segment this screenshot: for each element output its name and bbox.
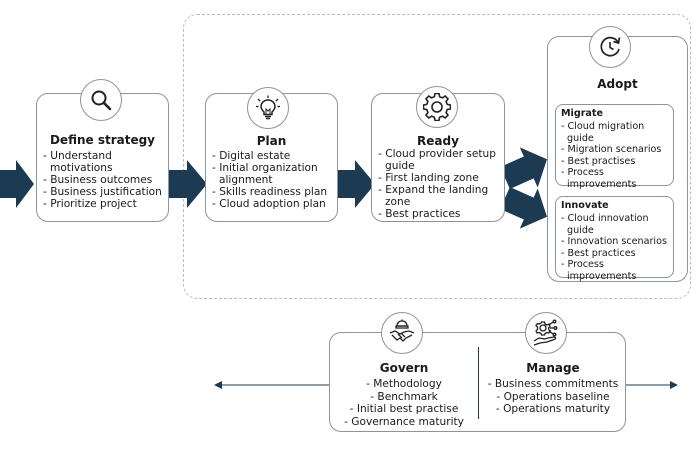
govern-items: - Methodology - Benchmark - Initial best… [330, 378, 478, 428]
list-item: - Business justification [43, 186, 162, 198]
list-item: - Digital estate [212, 150, 291, 162]
define-strategy-card: Define strategy - Understand motivations… [36, 93, 169, 222]
define-strategy-items: - Understand motivations - Business outc… [43, 150, 162, 210]
list-item: - Initial best practise [349, 403, 459, 415]
migrate-card: Migrate - Cloud migration guide - Migrat… [555, 104, 674, 190]
list-item: - Operations baseline [496, 390, 610, 403]
gear-hand-icon [525, 312, 567, 354]
cloud-adoption-region [183, 14, 691, 299]
refresh-clock-icon [589, 26, 631, 68]
list-item: - Governance maturity [344, 415, 464, 428]
list-item: - Cloud provider setup guide [378, 148, 496, 172]
govern-manage-card: Govern - Methodology - Benchmark - Initi… [329, 332, 626, 432]
govern-left-arrowhead [214, 381, 222, 389]
list-item: - Understand motivations [43, 150, 113, 174]
migrate-items: - Cloud migration guide - Migration scen… [561, 121, 668, 190]
govern-title: Govern [379, 361, 429, 375]
handshake-icon [381, 312, 423, 354]
ready-card: Ready - Cloud provider setup guide - Fir… [371, 93, 505, 222]
list-item: - Cloud adoption plan [212, 198, 326, 210]
list-item: - Innovation scenarios [561, 236, 667, 247]
adopt-title: Adopt [597, 77, 638, 91]
ready-items: - Cloud provider setup guide - First lan… [378, 148, 498, 220]
list-item: - Expand the landing zone [378, 184, 489, 208]
plan-card: Plan - Digital estate - Initial organiza… [205, 93, 338, 222]
ready-title: Ready [417, 134, 459, 148]
plan-title: Plan [256, 134, 287, 148]
govern-section: Govern - Methodology - Benchmark - Initi… [330, 361, 478, 428]
entry-arrow [0, 160, 34, 208]
list-item: - Best practices [378, 208, 461, 220]
list-item: - Best practises [561, 155, 636, 167]
govern-manage-divider [478, 347, 479, 419]
list-item: - Methodology [366, 378, 442, 390]
arrow-ready-to-innovate [500, 187, 548, 229]
list-item: - Process improvements [561, 259, 637, 282]
list-item: - Business outcomes [43, 174, 153, 186]
list-item: - Prioritize project [43, 198, 137, 210]
list-item: - First landing zone [378, 172, 479, 184]
list-item: - Skills readiness plan [212, 186, 328, 198]
manage-title: Manage [526, 361, 580, 375]
arrow-ready-to-migrate [500, 147, 548, 189]
manage-items: - Business commitments - Operations base… [479, 378, 627, 416]
innovate-items: - Cloud innovation guide - Innovation sc… [561, 213, 668, 282]
arrow-define-to-plan [168, 160, 207, 208]
manage-section: Manage - Business commitments - Operatio… [479, 361, 627, 416]
magnifier-icon [80, 79, 122, 121]
list-item: - Operations maturity [495, 403, 611, 415]
list-item: - Process improvements [561, 167, 637, 190]
gear-icon [416, 86, 458, 128]
define-strategy-title: Define strategy [49, 133, 156, 147]
innovate-title: Innovate [561, 200, 609, 211]
migrate-title: Migrate [561, 108, 604, 119]
lightbulb-icon [247, 87, 289, 129]
list-item: - Cloud innovation guide [561, 213, 649, 236]
arrow-plan-to-ready [338, 160, 375, 208]
innovate-card: Innovate - Cloud innovation guide - Inno… [555, 196, 674, 282]
list-item: - Business commitments [487, 378, 619, 390]
list-item: - Best practices [561, 247, 636, 259]
list-item: - Cloud migration guide [561, 121, 645, 144]
plan-items: - Digital estate - Initial organization … [212, 150, 331, 210]
manage-right-arrowhead [670, 381, 678, 389]
list-item: - Migration scenarios [561, 144, 662, 155]
list-item: - Benchmark [370, 390, 438, 403]
list-item: - Initial organization alignment [212, 162, 318, 186]
